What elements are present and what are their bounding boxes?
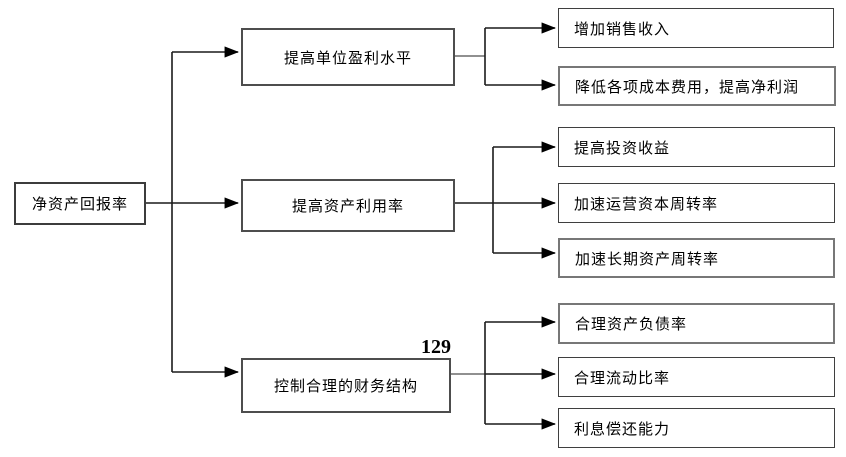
branch-node-profitability: 提高单位盈利水平 xyxy=(241,28,455,86)
root-node: 净资产回报率 xyxy=(14,182,146,225)
leaf-node-increase-sales: 增加销售收入 xyxy=(558,8,834,48)
branch-node-asset-utilization: 提高资产利用率 xyxy=(241,179,455,232)
leaf-node-working-capital-turnover: 加速运营资本周转率 xyxy=(558,183,835,223)
leaf-node-investment-return: 提高投资收益 xyxy=(558,127,835,167)
branch-node-financial-structure: 控制合理的财务结构 xyxy=(241,358,451,413)
page-number: 129 xyxy=(421,336,451,358)
leaf-node-debt-asset-ratio: 合理资产负债率 xyxy=(558,303,835,344)
leaf-node-current-ratio: 合理流动比率 xyxy=(558,357,835,397)
leaf-node-interest-coverage: 利息偿还能力 xyxy=(558,408,835,448)
leaf-node-longterm-asset-turnover: 加速长期资产周转率 xyxy=(558,238,835,278)
leaf-node-reduce-costs: 降低各项成本费用，提高净利润 xyxy=(558,66,836,106)
